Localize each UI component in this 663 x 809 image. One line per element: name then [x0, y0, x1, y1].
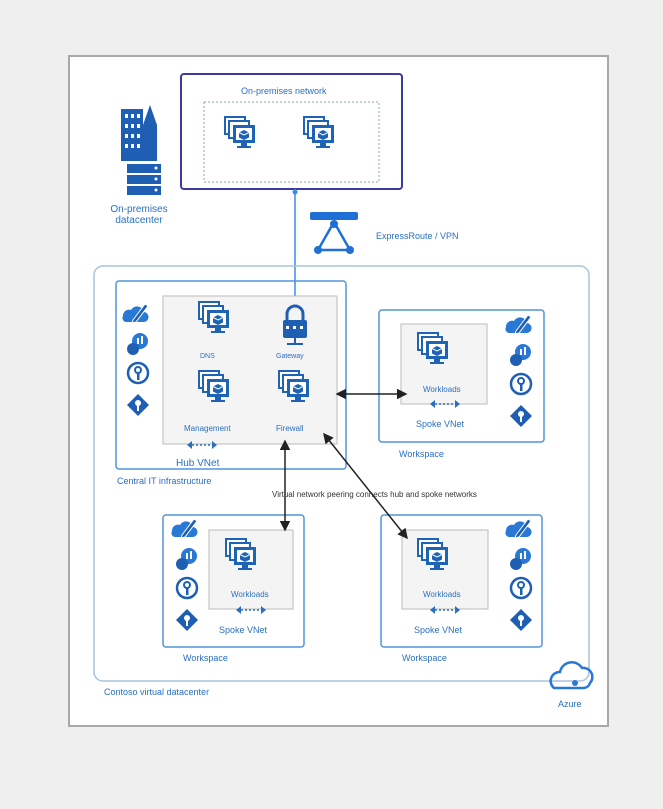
spoke-side-icons	[505, 315, 532, 427]
datacenter-caption: Contoso virtual datacenter	[104, 687, 210, 697]
onprem-network-box	[180, 73, 403, 190]
central-it-box	[115, 280, 347, 470]
building-icon	[121, 105, 157, 161]
hub-dns-label: DNS	[200, 353, 215, 360]
spoke-workloads-label: Workloads	[423, 590, 461, 599]
hub-side-icons	[122, 304, 149, 416]
spoke-workspace-box	[380, 514, 543, 648]
hub-firewall-label: Firewall	[276, 424, 304, 433]
expressroute-icon	[310, 212, 358, 254]
virtual-datacenter-boundary	[93, 265, 590, 682]
hub-vnet-box	[162, 295, 338, 445]
hub-gateway-label: Gateway	[276, 353, 304, 360]
onprem-network-title: On-premises network	[241, 86, 327, 96]
expressroute-label: ExpressRoute / VPN	[376, 231, 459, 241]
hub-vnet-label: Hub VNet	[176, 458, 220, 469]
central-it-caption: Central IT infrastructure	[117, 476, 212, 486]
peering-arrow	[323, 432, 408, 540]
spoke-workloads-label: Workloads	[231, 590, 269, 599]
azure-label: Azure	[558, 699, 582, 709]
spoke-vnet-label: Spoke VNet	[414, 625, 463, 635]
spoke-vnet-label: Spoke VNet	[416, 419, 465, 429]
server-rack-icon	[127, 164, 161, 195]
lock-icon	[283, 304, 307, 345]
spoke-side-icons	[171, 519, 198, 631]
azure-cloud-icon	[549, 661, 594, 690]
spoke-vnet-label: Spoke VNet	[219, 625, 268, 635]
spoke-workspace-box	[378, 309, 545, 443]
spoke-side-icons	[505, 519, 532, 631]
hub-management-label: Management	[184, 424, 231, 433]
spoke-workloads-label: Workloads	[423, 385, 461, 394]
onprem-inner-box	[203, 101, 380, 183]
workspace-label: Workspace	[399, 449, 444, 459]
workspace-label: Workspace	[183, 653, 228, 663]
workspace-label: Workspace	[402, 653, 447, 663]
spoke-vnet-box	[401, 529, 489, 610]
peering-note: Virtual network peering connects hub and…	[272, 490, 477, 499]
onprem-datacenter-label: On-premises datacenter	[110, 204, 168, 226]
spoke-workspace-box	[162, 514, 305, 648]
